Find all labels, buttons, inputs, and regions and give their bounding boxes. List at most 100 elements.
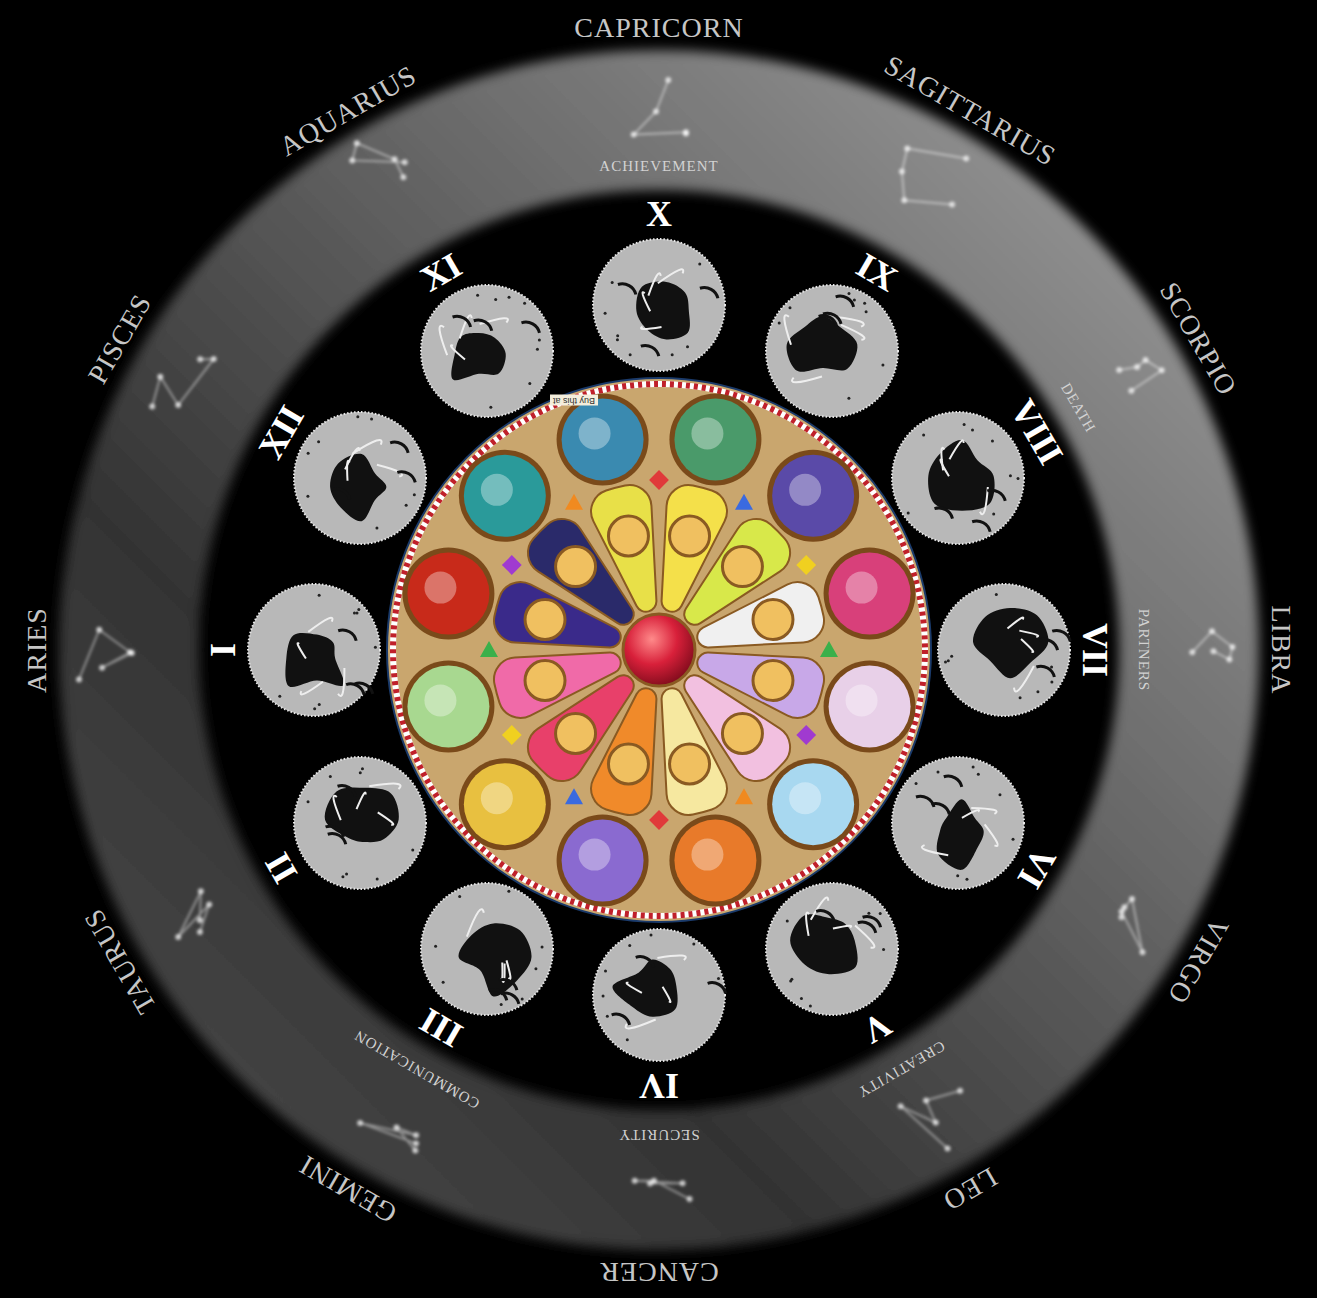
engraving-line — [498, 979, 516, 990]
house-numeral: IV — [639, 1068, 679, 1104]
star — [157, 374, 163, 380]
engraving-line — [823, 313, 841, 324]
petal — [494, 653, 621, 718]
sign-medallion — [562, 820, 644, 902]
engraving-line — [1014, 666, 1034, 691]
ornament — [565, 494, 583, 510]
engraving-star — [878, 912, 881, 915]
medallion-disc — [593, 929, 725, 1061]
engraving-line — [700, 288, 718, 299]
mandala-border — [393, 384, 925, 916]
engraving-line — [521, 322, 539, 333]
engraving-star — [520, 997, 523, 1000]
engraving-line — [308, 618, 332, 632]
engraving-star — [602, 995, 605, 998]
engraving-line — [855, 925, 874, 947]
engraving-line — [949, 440, 963, 459]
engraving-star — [307, 451, 310, 454]
engraving-line — [473, 320, 491, 331]
engraving-star — [1011, 837, 1014, 840]
medallion-disc — [938, 584, 1070, 716]
ornament — [649, 470, 669, 490]
mandala-disk — [387, 378, 931, 922]
engraving-star — [494, 298, 497, 301]
sign-name: LEO — [938, 1162, 1002, 1215]
star — [949, 201, 955, 207]
sign-figure — [481, 474, 513, 506]
engraving-line — [940, 459, 949, 476]
ornament — [565, 788, 583, 804]
sign-name: AQUARIUS — [275, 61, 421, 162]
engraving-star — [342, 875, 345, 878]
hub-medallion — [525, 661, 565, 701]
ornament — [796, 725, 816, 745]
sign-medallion-rim — [402, 548, 494, 640]
engraving-star — [992, 512, 995, 515]
hub-medallion — [525, 599, 565, 639]
engraving-star — [971, 765, 974, 768]
star — [957, 1088, 963, 1094]
engraving-line — [810, 897, 827, 919]
engraving-star — [777, 322, 780, 325]
ornament — [649, 810, 669, 830]
star — [1159, 367, 1165, 373]
sign-medallion-rim — [669, 393, 761, 485]
star — [175, 934, 181, 940]
medallion-disc — [294, 412, 426, 544]
engraving-line — [857, 922, 875, 933]
sign-medallion-rim — [459, 450, 551, 542]
engraving-star — [881, 364, 884, 367]
center-sphere — [623, 614, 695, 686]
engraving-star — [965, 877, 968, 880]
engraving-star — [1050, 680, 1053, 683]
sign-figure — [579, 839, 611, 871]
sign-name: PISCES — [84, 290, 157, 389]
hub-medallion — [608, 516, 648, 556]
engraving-star — [357, 415, 360, 418]
engraving-star — [936, 770, 939, 773]
medallion-shape — [890, 755, 1026, 891]
sign-medallion-rim — [459, 758, 551, 850]
engraving-line — [346, 684, 364, 695]
inner-mandala — [387, 378, 931, 922]
sign-medallion — [407, 665, 489, 747]
star — [197, 917, 203, 923]
constellations — [76, 77, 1235, 1202]
medallion-shape — [591, 927, 727, 1063]
engraving-star — [944, 660, 947, 663]
sign-name: SAGITTARIUS — [880, 51, 1061, 171]
star — [1210, 648, 1216, 654]
star — [898, 1103, 904, 1109]
engraving-figure — [285, 633, 344, 687]
engraving-figure — [790, 914, 858, 974]
star — [402, 159, 408, 165]
engraving-line — [338, 785, 356, 796]
engraving-figure — [451, 333, 505, 380]
engraving-line — [506, 960, 510, 979]
engraving-star — [476, 294, 479, 297]
engraving-line — [1021, 639, 1033, 652]
star — [904, 145, 910, 151]
engraving-star — [528, 382, 531, 385]
medallion-disc — [294, 757, 426, 889]
engraving-star — [523, 302, 526, 305]
engraving-star — [535, 348, 538, 351]
constellation-line — [152, 359, 214, 406]
star — [1139, 949, 1145, 955]
engraving-star — [317, 440, 320, 443]
star — [96, 627, 102, 633]
sign-medallion-rim — [767, 450, 859, 542]
ornament — [502, 555, 522, 575]
engraving-star — [616, 338, 619, 341]
sign-figure — [789, 782, 821, 814]
star — [413, 1132, 419, 1138]
star — [99, 665, 105, 671]
engraving-star — [799, 997, 802, 1000]
star — [680, 1180, 686, 1186]
star — [197, 356, 203, 362]
engraving-star — [692, 942, 695, 945]
engraving-star — [1050, 666, 1053, 669]
house-numeral: XI — [415, 247, 468, 298]
star — [197, 929, 203, 935]
